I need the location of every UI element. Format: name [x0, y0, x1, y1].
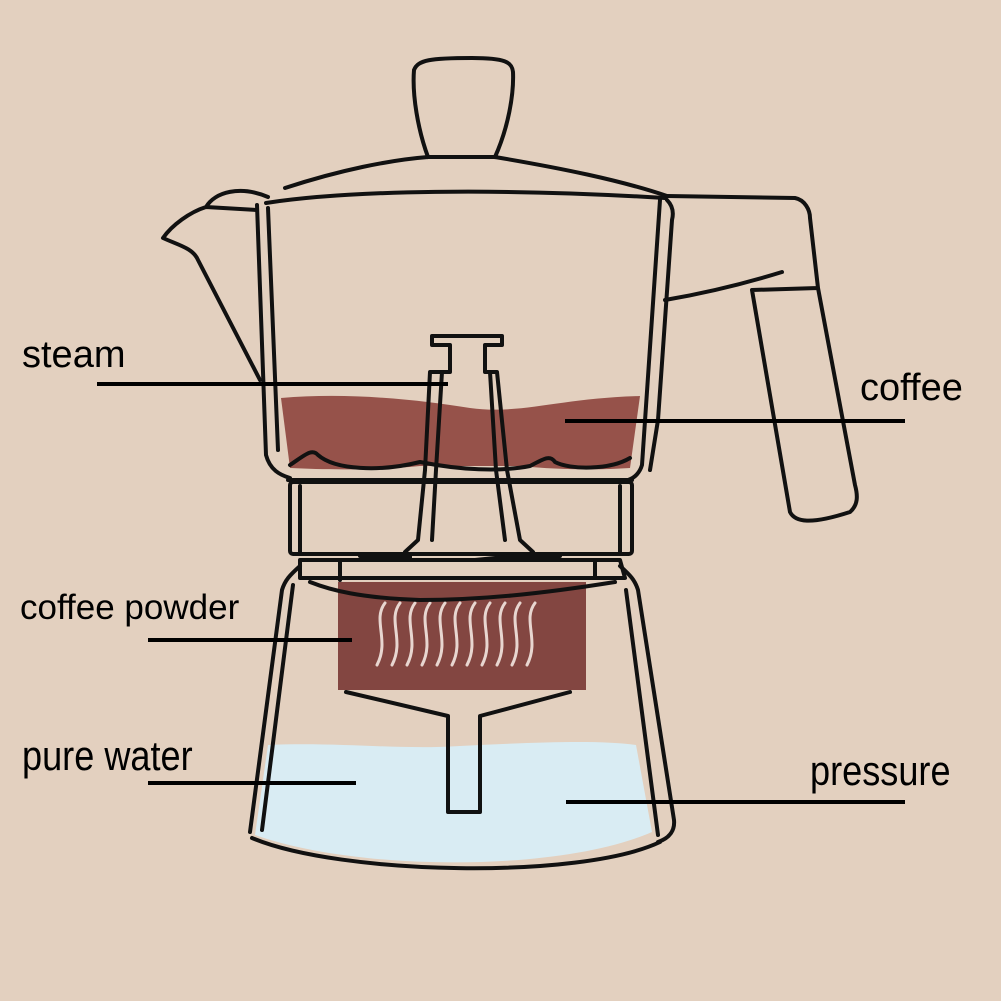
lower-chamber-right-inner [624, 588, 660, 837]
lower-chamber-right-wall [618, 564, 677, 844]
label-pressure: pressure [810, 747, 951, 794]
label-coffee: coffee [860, 367, 963, 409]
basket-funnel [344, 690, 572, 814]
lid-rim [264, 189, 667, 205]
lower-chamber-left-wall [248, 564, 302, 834]
upper-chamber-right-outer [648, 198, 675, 472]
central-column-inner [430, 370, 507, 542]
label-coffee-powder: coffee powder [20, 588, 240, 627]
upper-chamber-left-wall [255, 203, 292, 480]
steam-swirl-marks [375, 601, 537, 667]
pure-water-fill [255, 742, 652, 863]
coffee-liquid [281, 395, 640, 470]
filter-ring [288, 480, 634, 556]
label-pure-water: pure water [22, 732, 193, 779]
handle [663, 194, 859, 523]
lower-chamber-left-inner [260, 583, 295, 832]
basket-top-curve [308, 580, 617, 602]
gasket [298, 558, 627, 582]
upper-chamber-bottom-wave [288, 450, 632, 472]
label-steam: steam [22, 334, 126, 376]
upper-chamber-left-inner [266, 206, 280, 452]
lower-chamber-bottom [250, 836, 662, 871]
lid [283, 155, 669, 198]
lid-knob [411, 56, 516, 159]
filter-ring-inner [298, 484, 622, 554]
spout [161, 188, 270, 382]
